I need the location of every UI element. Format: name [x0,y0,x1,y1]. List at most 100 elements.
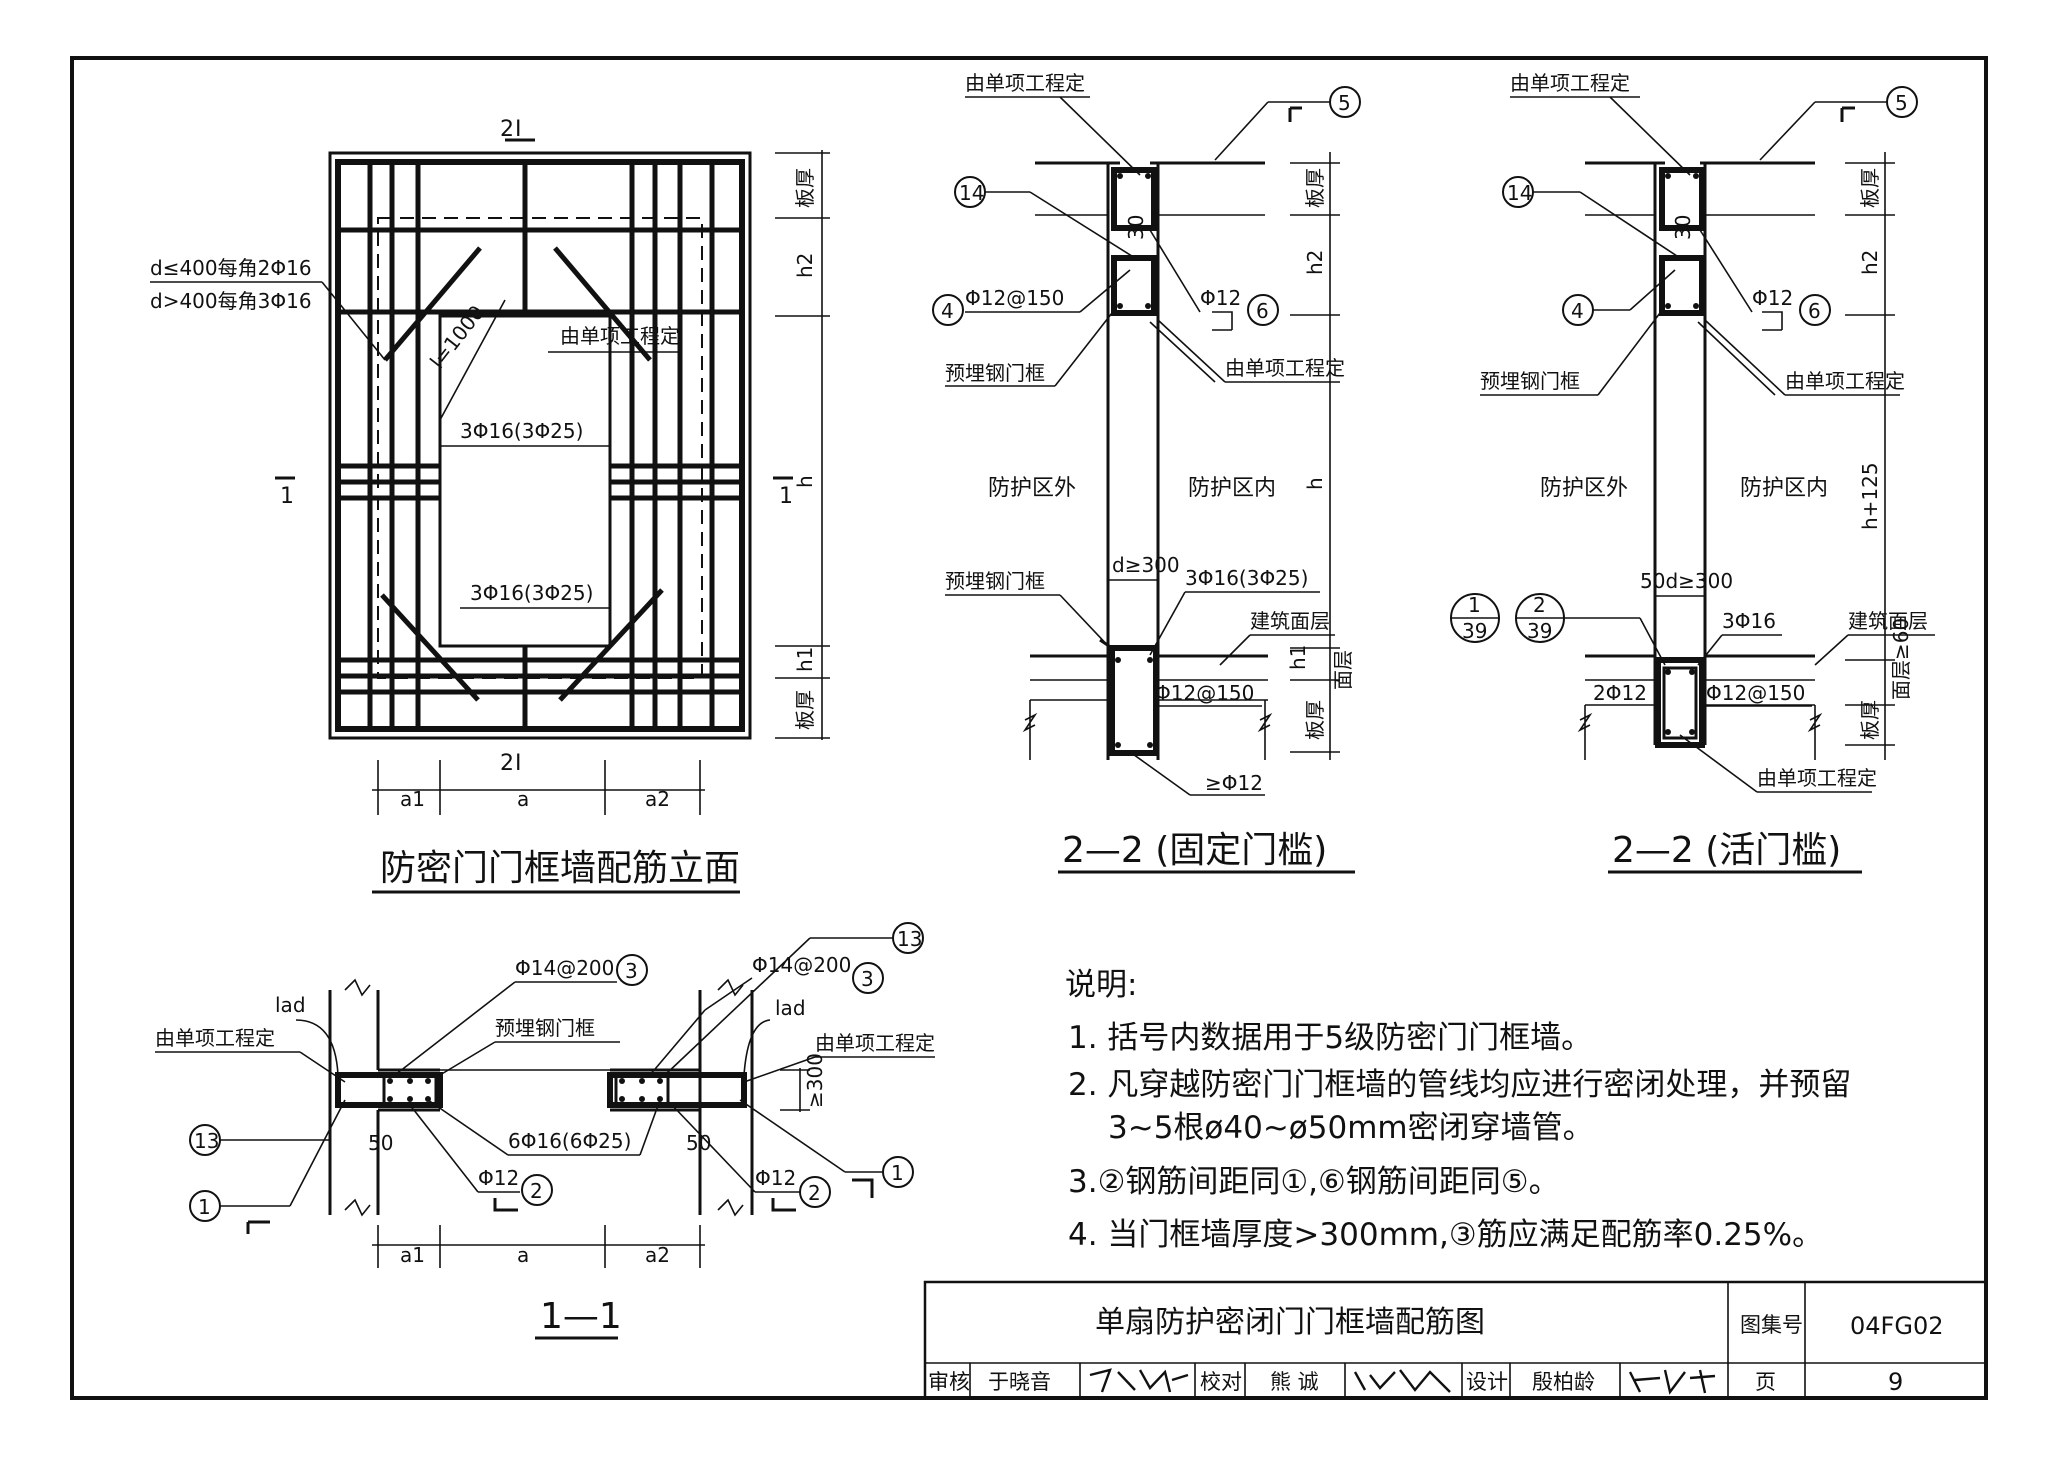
lad-right: lad [775,996,806,1020]
designer-name: 殷柏龄 [1532,1370,1595,1394]
svg-text:14: 14 [1507,181,1532,205]
movable-stirrups: Φ12@150 [1706,681,1805,705]
elevation-title: 防密门门框墙配筋立面 [380,848,740,889]
section-mark-right: 1 [779,484,793,509]
elevation-view: 2 I 2 I 1 1 d≤400每角2Φ16 d>400每角3Φ16 l=10… [150,117,830,894]
plan-by-project-left: 由单项工程定 [155,1026,275,1050]
plan-dim-50-left: 50 [368,1131,393,1155]
svg-text:1: 1 [1468,593,1481,617]
movable-sill-bars: 3Φ16 [1722,609,1776,633]
horizontal-bars [338,227,742,695]
plan-bars-3-left: Φ14@200 [515,956,614,980]
movable-dim-finish: 面层≥60 [1889,618,1913,700]
section-mark-left: 1 [280,484,294,509]
section-fixed-title: 2—2 (固定门槛) [1062,830,1327,871]
movable-dim-30: 30 [1671,215,1695,240]
fixed-sill-bars: 3Φ16(3Φ25) [1185,566,1308,590]
svg-text:13: 13 [194,1129,219,1153]
section-mark-top: 2 [500,117,514,142]
top-bars-label: 3Φ16(3Φ25) [460,419,583,443]
ref-1-39: 1 39 [1450,593,1500,643]
fixed-outside: 防护区外 [988,476,1076,501]
note-4: 4. 当门框墙厚度>300mm,③筋应满足配筋率0.25%。 [1068,1217,1823,1253]
bottom-bars-label: 3Φ16(3Φ25) [470,581,593,605]
dim-a1: a1 [400,787,425,811]
elevation-dimensions-bottom: a1 a a2 [372,760,705,815]
dim-a2: a2 [645,787,670,811]
dim-h: h [793,475,817,488]
svg-text:5: 5 [1895,91,1908,115]
svg-text:6: 6 [1808,299,1821,323]
notes-block: 说明: 1. 括号内数据用于5级防密门门框墙。 2. 凡穿越防密门门框墙的管线均… [1065,967,1851,1253]
dim-slab-top: 板厚 [793,168,817,208]
fixed-dim-h1: h1 [1286,645,1310,670]
note-3: 3.②钢筋间距同①,⑥钢筋间距同⑤。 [1068,1164,1560,1200]
check-label: 校对 [1200,1370,1242,1394]
fixed-embedded-frame: 预埋钢门框 [945,361,1045,385]
plan-callout-2-left [521,1174,553,1206]
fixed-dim-30: 30 [1124,215,1148,240]
movable-by-project-mid: 由单项工程定 [1785,369,1905,393]
svg-text:3: 3 [861,967,874,991]
review-label: 审核 [928,1370,970,1394]
outer-rebar-cage [335,159,745,732]
svg-text:4: 4 [941,299,954,323]
svg-text:2: 2 [530,1179,543,1203]
movable-outside: 防护区外 [1540,476,1628,501]
plan-dim-a2: a2 [645,1243,670,1267]
by-project-label: 由单项工程定 [560,324,680,348]
movable-finish: 建筑面层 [1848,609,1928,633]
fixed-dim-h2: h2 [1303,250,1327,275]
section-mark-bottom: 2 [500,751,514,776]
ref-2-39: 2 39 [1515,593,1565,643]
vertical-bars [367,162,715,729]
section-movable-title: 2—2 (活门槛) [1612,830,1841,871]
page-number: 9 [1888,1368,1903,1396]
corner-bars-note-2: d>400每角3Φ16 [150,289,312,313]
plan-dim-300: ≥300 [803,1053,827,1108]
movable-dim-slab: 板厚 [1858,168,1882,208]
fixed-by-project-mid: 由单项工程定 [1225,356,1345,380]
movable-bar-2: 2Φ12 [1593,681,1647,705]
page-label: 页 [1755,1370,1776,1394]
plan-dim-a: a [517,1243,529,1267]
atlas-no-label: 图集号 [1740,1313,1803,1337]
section-plan-title: 1—1 [540,1296,622,1337]
movable-dim-h: h+125 [1858,462,1882,530]
fixed-d-label: d≥300 [1112,553,1180,577]
dim-h1: h1 [793,647,817,672]
movable-inside: 防护区内 [1740,476,1828,501]
movable-d-label: 50d≥300 [1640,569,1733,593]
design-label: 设计 [1466,1370,1508,1394]
fixed-dim-h: h [1303,477,1327,490]
dim-slab-bottom: 板厚 [793,690,817,730]
atlas-no: 04FG02 [1850,1312,1943,1340]
reviewer-signature [1089,1368,1189,1393]
svg-text:39: 39 [1462,619,1487,643]
designer-signature [1628,1369,1716,1395]
movable-by-project-top: 由单项工程定 [1510,71,1630,95]
svg-text:I: I [515,751,522,776]
checker-signature [1353,1369,1451,1393]
dim-a: a [517,787,529,811]
movable-embedded-frame: 预埋钢门框 [1480,369,1580,393]
section-movable-sill: 由单项工程定 5 14 4 Φ12 6 预埋钢门框 由单项工程定 防护区外 防护… [1450,71,1935,874]
checker-name: 熊 诚 [1270,1370,1319,1394]
svg-text:1: 1 [198,1195,211,1219]
movable-bar-6: Φ12 [1752,286,1793,310]
section-plan: lad lad 由单项工程定 由单项工程定 Φ14@200 3 Φ14@200 … [155,922,935,1340]
plan-embedded-frame: 预埋钢门框 [495,1016,595,1040]
movable-callout-6 [1799,294,1831,326]
svg-text:13: 13 [897,927,922,951]
section-fixed-sill: 由单项工程定 5 14 4 Φ12@150 Φ12 6 预埋钢门框 由单项工程定… [932,71,1361,874]
fixed-embedded-frame-low: 预埋钢门框 [945,569,1045,593]
svg-text:2: 2 [808,1181,821,1205]
fixed-dim-slab: 板厚 [1303,168,1327,208]
fixed-finish: 建筑面层 [1250,609,1330,633]
movable-dim-slab-bottom: 板厚 [1858,700,1882,740]
fixed-inside: 防护区内 [1188,476,1276,501]
note-1: 1. 括号内数据用于5级防密门门框墙。 [1068,1020,1592,1056]
plan-bar-2-left: Φ12 [478,1166,519,1190]
svg-text:4: 4 [1571,299,1584,323]
